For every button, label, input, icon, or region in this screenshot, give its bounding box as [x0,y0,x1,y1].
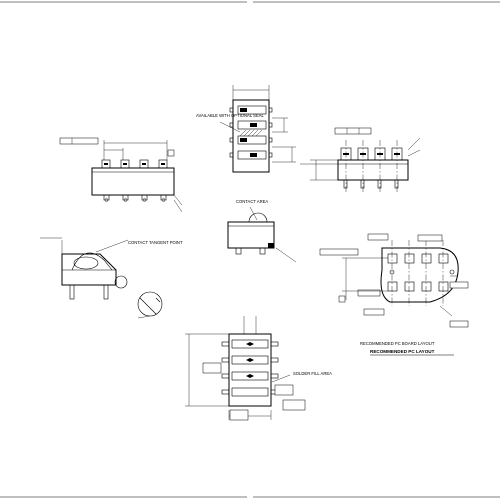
side-view-fcf [334,127,372,135]
profile-view: CONTACT TANGENT POINT [40,237,183,300]
front-view-terminals [103,194,167,202]
front-view [59,137,183,213]
front-view-actuators [101,159,168,169]
top-view-seal-hatch [239,129,263,137]
pcb-layout-title: RECOMMENDED PC LAYOUT [370,349,435,354]
side-view-pins [343,179,399,189]
front-view-datum-callout [59,137,99,145]
top-view: AVAILABLE WITH OPTIONAL SEAL [196,85,296,173]
bottom-view: SOLDER FILL AREA [185,316,332,421]
contact-area-label: CONTACT AREA [236,199,268,204]
top-view-actuators [237,105,267,160]
pcb-layout-pads [387,253,449,292]
bottom-view-fcf [202,362,306,421]
pcb-layout: RECOMMENDED PC BOARD LAYOUT RECOMMENDED … [319,233,469,356]
bottom-view-pads [231,339,269,397]
contact-tangent-label: CONTACT TANGENT POINT [128,240,183,245]
side-view [300,127,421,192]
contact-area-view: CONTACT AREA [227,199,297,263]
optional-seal-note: AVAILABLE WITH OPTIONAL SEAL [196,113,265,118]
pcb-layout-fcf [319,233,469,328]
solder-fill-area-label: SOLDER FILL AREA [293,371,332,376]
side-view-actuators [340,147,403,161]
detail-view [137,291,163,319]
pcb-layout-note: RECOMMENDED PC BOARD LAYOUT [360,341,435,346]
